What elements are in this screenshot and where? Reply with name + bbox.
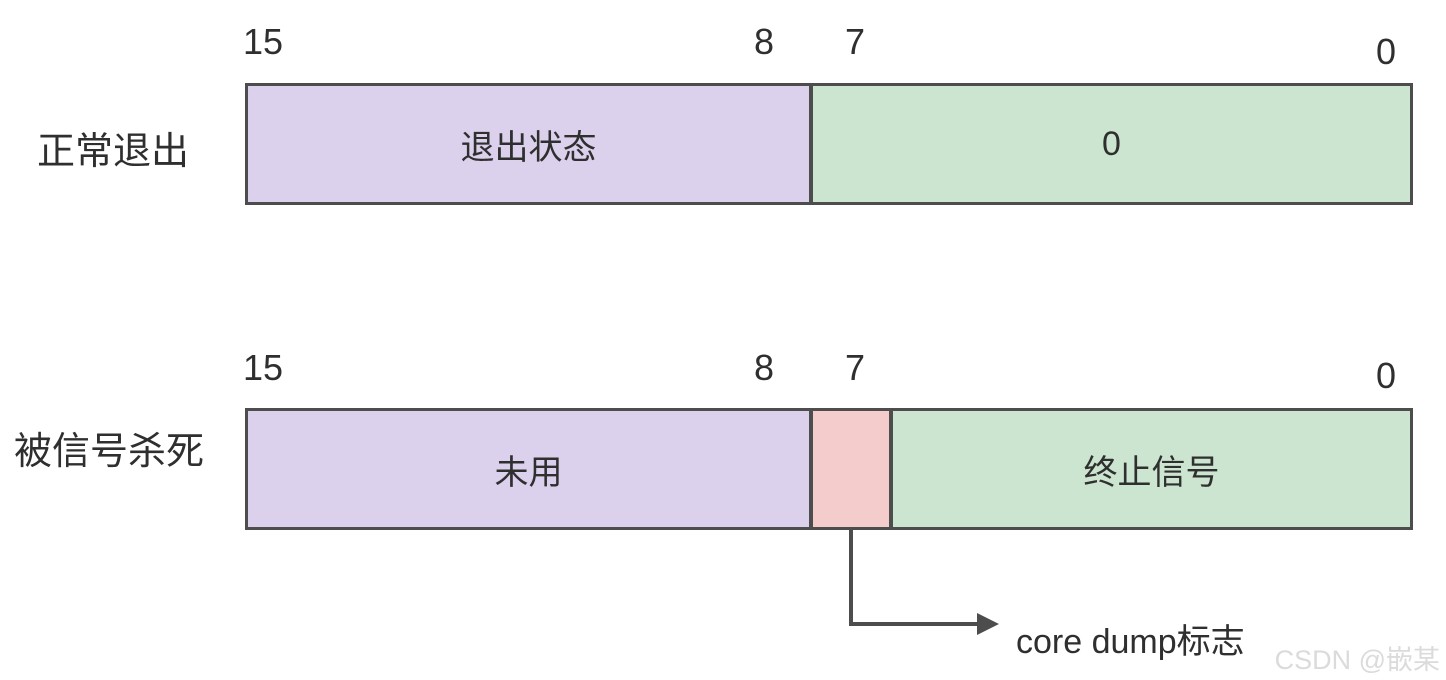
watermark: CSDN @嵌某 <box>1274 645 1440 675</box>
row1-label: 正常退出 <box>37 131 190 173</box>
segment-unused-label: 未用 <box>494 453 563 492</box>
segment-exit-status: 退出状态 <box>248 86 809 202</box>
row2-tick-7: 7 <box>845 347 866 388</box>
arrow-horizontal-line <box>849 622 977 626</box>
row2-tick-8: 8 <box>754 347 775 388</box>
segment-termination-signal: 终止信号 <box>889 411 1410 527</box>
arrow-vertical-line <box>849 530 853 626</box>
row2-tick-15: 15 <box>243 347 284 388</box>
segment-zero-field-label: 0 <box>1102 124 1121 163</box>
row2-bitbox: 未用 终止信号 <box>245 408 1413 530</box>
row2-tick-0: 0 <box>1376 355 1397 396</box>
segment-zero-field: 0 <box>809 86 1410 202</box>
core-dump-annotation: core dump标志 <box>1016 623 1245 661</box>
row1-bitbox: 退出状态 0 <box>245 83 1413 205</box>
row1-tick-15: 15 <box>243 21 284 62</box>
row1-tick-8: 8 <box>754 21 775 62</box>
segment-exit-status-label: 退出状态 <box>460 128 597 167</box>
segment-termination-signal-label: 终止信号 <box>1083 453 1220 492</box>
arrowhead-icon <box>977 613 999 635</box>
row1-tick-7: 7 <box>845 21 866 62</box>
row1-tick-0: 0 <box>1376 31 1397 72</box>
segment-unused: 未用 <box>248 411 809 527</box>
segment-core-dump-bit <box>809 411 889 527</box>
row2-label: 被信号杀死 <box>14 431 205 473</box>
